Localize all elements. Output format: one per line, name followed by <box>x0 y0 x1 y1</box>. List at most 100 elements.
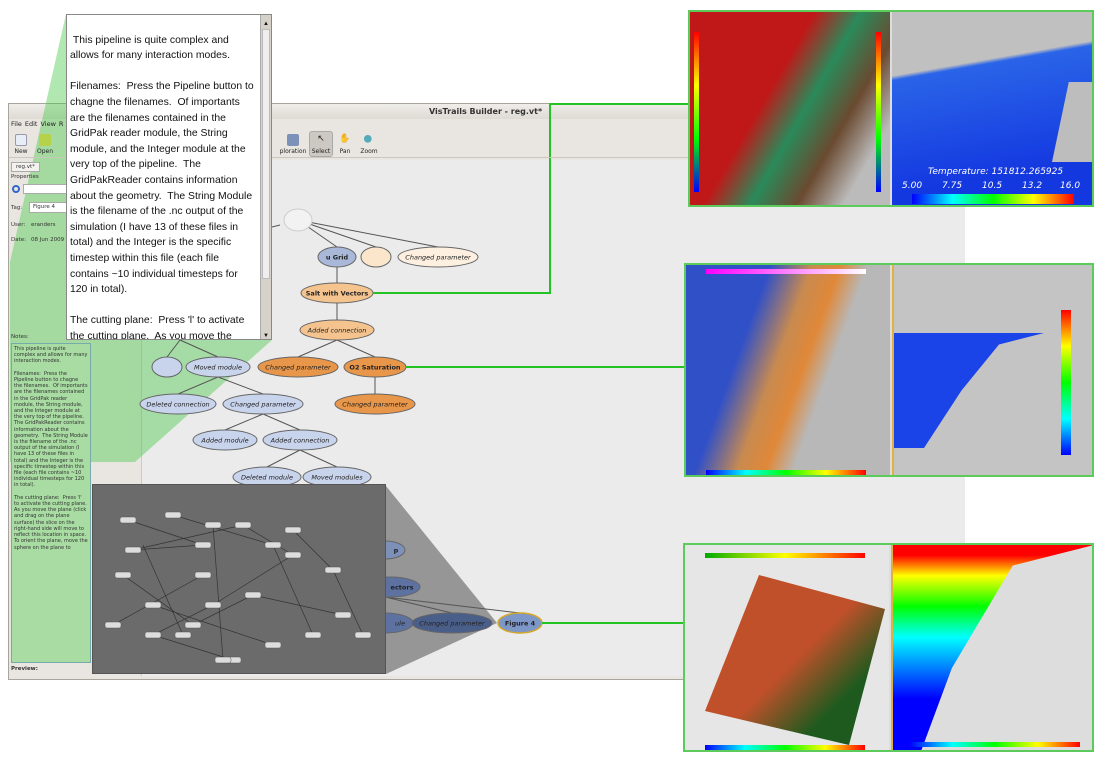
link-salt-to-viz <box>373 103 689 294</box>
open-button[interactable]: Open <box>33 131 57 157</box>
scroll-down-icon[interactable]: ▼ <box>263 333 269 339</box>
version-node-empty[interactable] <box>360 246 392 268</box>
tick-label: 7.75 <box>942 181 963 191</box>
menu-run[interactable]: R <box>58 120 64 128</box>
node-label: Moved modules <box>311 474 363 482</box>
node-label: ule <box>395 620 405 628</box>
temperature-label: Temperature: 151812.265925 <box>928 167 1064 177</box>
mini-module-node <box>244 591 262 599</box>
zoom-label: Zoom <box>360 147 378 155</box>
mini-module-node <box>234 521 252 529</box>
mini-module-node <box>204 521 222 529</box>
mini-module-node <box>324 566 342 574</box>
scrollbar[interactable]: ▲ ▼ <box>260 15 271 339</box>
notes-popup[interactable]: This pipeline is quite complex and allow… <box>66 14 272 340</box>
version-node-changed-parameter[interactable] <box>411 612 493 634</box>
scroll-up-icon[interactable]: ▲ <box>263 21 269 27</box>
new-label: New <box>14 147 28 155</box>
tick-label: 5.00 <box>902 181 923 191</box>
open-icon <box>39 133 51 146</box>
zoom-button[interactable]: Zoom <box>357 131 381 157</box>
date-label: Date: <box>11 237 26 243</box>
node-label: ectors <box>391 584 414 592</box>
version-node-changed-parameter[interactable] <box>222 393 304 415</box>
new-icon <box>15 133 27 146</box>
mini-module-node <box>264 641 282 649</box>
node-label: p <box>394 547 399 555</box>
mini-module-node <box>204 601 222 609</box>
menu-bar: File Edit View R <box>11 119 63 130</box>
pipeline-overview-inset <box>92 484 386 674</box>
mini-module-node <box>194 571 212 579</box>
colorbar <box>912 194 1074 204</box>
node-label: Added connection <box>307 327 367 335</box>
version-node-empty[interactable] <box>151 356 183 378</box>
menu-edit[interactable]: Edit <box>24 120 38 128</box>
node-label: O2 Saturation <box>349 364 401 372</box>
scroll-thumb[interactable] <box>262 29 270 279</box>
mini-module-node <box>284 551 302 559</box>
version-node-added-connection[interactable] <box>299 319 375 341</box>
node-label: Salt with Vectors <box>306 290 369 298</box>
hand-icon: ✋ <box>339 133 351 144</box>
menu-view[interactable]: View <box>40 120 56 128</box>
version-node-deleted-connection[interactable] <box>139 393 217 415</box>
pipeline-mini-graph <box>104 511 372 664</box>
node-label: Added module <box>200 437 248 445</box>
mini-module-node <box>119 516 137 524</box>
mini-module-node <box>334 611 352 619</box>
mini-module-node <box>284 526 302 534</box>
tick-label: 13.2 <box>1022 181 1043 191</box>
version-node-empty[interactable] <box>283 208 313 232</box>
select-button[interactable]: ↖ Select <box>309 131 333 157</box>
notes-popup-text: This pipeline is quite complex and allow… <box>70 34 254 340</box>
node-label: Changed parameter <box>405 254 472 262</box>
mini-module-node <box>194 541 212 549</box>
search-icon[interactable] <box>12 185 20 193</box>
menu-file[interactable]: File <box>11 120 22 128</box>
colorbar <box>706 470 866 475</box>
colorbar <box>910 742 1080 747</box>
notes-textarea[interactable]: This pipeline is quite complex and allow… <box>11 343 91 663</box>
visualization-o2[interactable] <box>684 263 1094 477</box>
mini-module-node <box>184 621 202 629</box>
colorbar <box>705 745 865 750</box>
new-button[interactable]: New <box>9 131 33 157</box>
user-value: eranders <box>31 222 56 228</box>
version-node-added-module[interactable] <box>192 429 258 451</box>
magnifier-icon <box>363 133 375 146</box>
node-label: Changed parameter <box>419 620 486 628</box>
grid-icon <box>287 133 299 146</box>
version-node-changed-parameter[interactable] <box>334 393 416 415</box>
visualization-salt[interactable]: Temperature: 151812.265925 5.00 7.75 10.… <box>688 10 1094 207</box>
3d-view[interactable] <box>690 12 890 205</box>
version-node-changed-parameter[interactable] <box>257 356 339 378</box>
mini-module-node <box>214 656 232 664</box>
mini-module-node <box>124 546 142 554</box>
user-label: User: <box>11 222 26 228</box>
tab-reg-vt[interactable]: reg.vt* <box>11 162 40 172</box>
node-label: u Grid <box>326 254 349 262</box>
version-node-u-grid[interactable] <box>317 246 357 268</box>
slice-view[interactable] <box>892 12 1092 205</box>
version-node-added-connection[interactable] <box>262 429 338 451</box>
exploration-button[interactable]: ploration <box>277 131 309 157</box>
select-label: Select <box>311 147 331 155</box>
node-label: Changed parameter <box>230 401 297 409</box>
node-label: Deleted connection <box>146 401 209 409</box>
mini-module-node <box>144 631 162 639</box>
window-title: VisTrails Builder - reg.vt* <box>429 107 543 116</box>
mini-module-node <box>114 571 132 579</box>
node-label: Deleted module <box>241 474 293 482</box>
version-node-moved-module[interactable] <box>185 356 251 378</box>
link-lines <box>373 103 689 624</box>
pointer-icon: ↖ <box>317 133 325 144</box>
colorbar-vertical <box>694 32 699 192</box>
version-node-changed-parameter[interactable] <box>397 246 479 268</box>
mini-module-node <box>354 631 372 639</box>
node-label: Changed parameter <box>265 364 332 372</box>
slice-view[interactable] <box>891 545 1092 750</box>
pan-button[interactable]: ✋Pan <box>333 131 357 157</box>
3d-view[interactable] <box>686 265 890 475</box>
visualization-figure4[interactable] <box>683 543 1094 752</box>
